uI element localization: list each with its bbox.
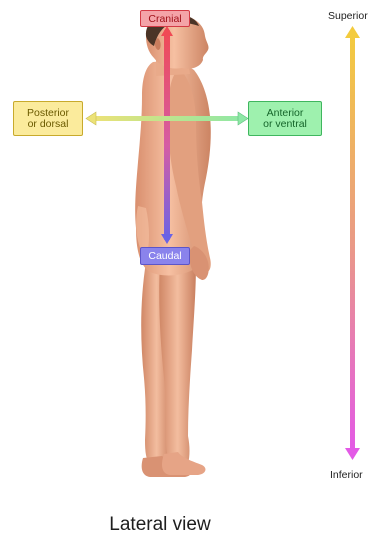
- cranial-text: Cranial: [141, 11, 189, 27]
- inferior-label: Inferior: [330, 469, 363, 481]
- superior-arrowhead: [345, 26, 360, 38]
- anterior-arrowhead: [238, 112, 248, 125]
- posterior-text-line2: or dorsal: [14, 119, 82, 130]
- anterior-label: Anterior or ventral: [248, 101, 322, 136]
- figure-caption: Lateral view: [0, 514, 320, 536]
- inferior-arrowhead: [345, 448, 360, 460]
- human-figure: [135, 14, 211, 477]
- posterior-arrowhead: [86, 112, 96, 125]
- caudal-text: Caudal: [141, 248, 189, 265]
- posterior-label: Posterior or dorsal: [13, 101, 83, 136]
- cranial-label: Cranial: [140, 10, 190, 27]
- anterior-text-line2: or ventral: [249, 119, 321, 130]
- superior-inferior-arrow: [345, 26, 360, 460]
- superior-label: Superior: [328, 10, 368, 22]
- caudal-label: Caudal: [140, 247, 190, 265]
